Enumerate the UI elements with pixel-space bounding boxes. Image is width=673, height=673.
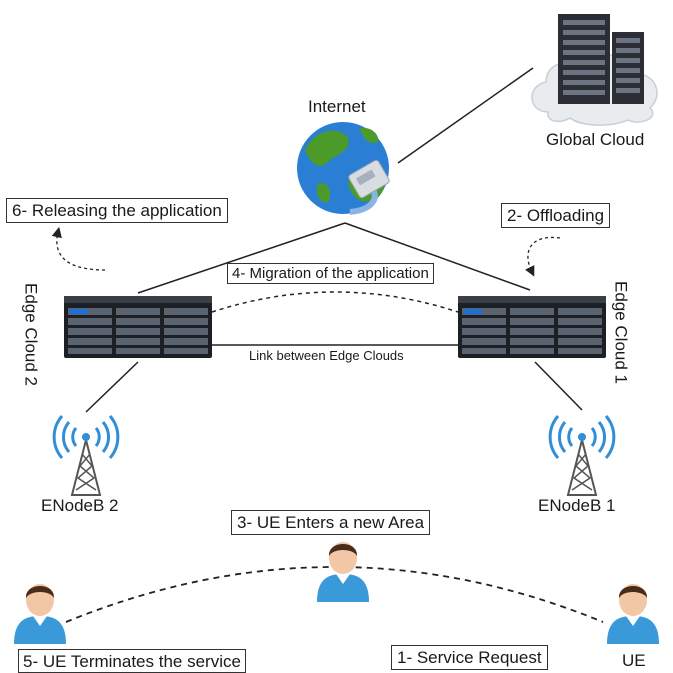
- releasing-arrow: [51, 226, 106, 271]
- ue-moving-person-icon: [317, 542, 369, 602]
- edge-link-label: Link between Edge Clouds: [249, 348, 404, 363]
- step4-migration-box: 4- Migration of the application: [227, 263, 434, 284]
- edge-cloud-2-label: Edge Cloud 2: [21, 282, 41, 387]
- step6-releasing-box: 6- Releasing the application: [6, 198, 228, 223]
- ue-label: UE: [622, 651, 646, 670]
- edge-cloud-2-server-icon: [64, 296, 212, 358]
- migration-curve: [211, 291, 459, 313]
- ethernet-plug-icon: [348, 159, 390, 215]
- internet-edge2-link: [137, 222, 346, 294]
- ue-terminated-person-icon: [14, 584, 66, 644]
- enodeb-1-tower-icon: [548, 414, 616, 497]
- offloading-arrow: [525, 236, 561, 277]
- global-cloud-label: Global Cloud: [546, 130, 645, 149]
- server-rack-icon: [558, 14, 644, 104]
- enodeb-2-label: ENodeB 2: [41, 496, 119, 515]
- step1-service-request-box: 1- Service Request: [391, 645, 548, 670]
- edge-cloud-1-label: Edge Cloud 1: [611, 280, 631, 385]
- edge1-enodeb1-link: [534, 361, 583, 411]
- edge-cloud-1-server-icon: [458, 296, 606, 358]
- step3-new-area-box: 3- UE Enters a new Area: [231, 510, 431, 535]
- ue-person-icon: [607, 584, 659, 644]
- step5-terminates-box: 5- UE Terminates the service: [18, 649, 246, 673]
- internet-global-cloud-link: [397, 67, 534, 164]
- internet-edge1-link: [344, 222, 531, 291]
- edge2-enodeb2-link: [85, 361, 139, 413]
- enodeb-1-label: ENodeB 1: [538, 496, 616, 515]
- enodeb-2-tower-icon: [52, 414, 120, 497]
- internet-label: Internet: [308, 97, 366, 116]
- step2-offloading-box: 2- Offloading: [501, 203, 611, 228]
